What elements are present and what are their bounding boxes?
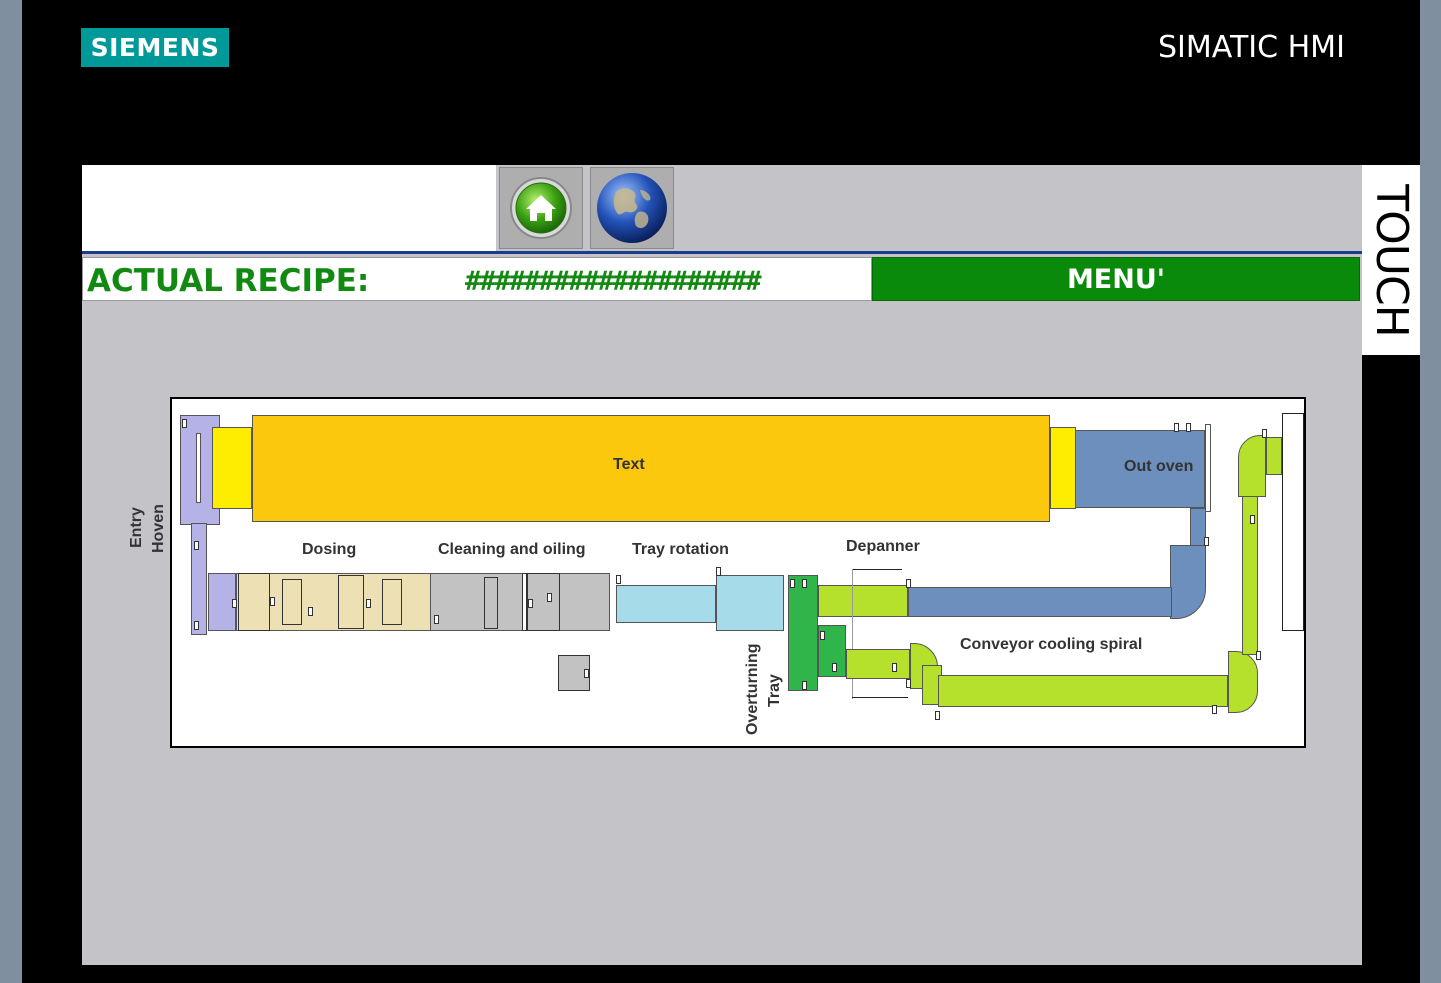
out-oven-label: Out oven [1124, 458, 1194, 475]
depanner-top-rail [852, 569, 902, 570]
cooling-conveyor[interactable] [938, 675, 1228, 707]
logo-area [82, 165, 496, 251]
sensor-marker [1204, 537, 1209, 546]
tray-rotation-unit[interactable] [716, 575, 784, 631]
sensor-marker [1256, 651, 1261, 660]
depanner-bottom-rail [852, 697, 908, 698]
siemens-logo: SIEMENS [81, 28, 229, 67]
dosing-module-2 [282, 579, 302, 625]
sensor-marker [547, 593, 552, 602]
sensor-marker [1186, 423, 1191, 432]
language-button[interactable] [590, 167, 674, 249]
sensor-marker [716, 567, 721, 576]
dosing-unit[interactable] [236, 573, 432, 631]
sensor-marker [194, 541, 199, 550]
depanner-conveyor[interactable] [818, 585, 908, 617]
sensor-marker [892, 663, 897, 672]
spiral-top-bend [1238, 435, 1266, 497]
recipe-label: ACTUAL RECIPE: [87, 263, 370, 299]
out-oven-elbow [1170, 545, 1206, 619]
sensor-marker [616, 575, 621, 584]
oven-label: Text [613, 456, 645, 473]
tray-label: Tray [766, 674, 783, 707]
recipe-value: #################### [465, 266, 762, 297]
depanner-lower-conveyor [846, 649, 910, 679]
tray-rotation-conveyor[interactable] [616, 585, 716, 623]
entry-hoven-slot [196, 433, 201, 503]
cleaning-module-1 [484, 577, 498, 629]
dosing-module-1 [238, 573, 270, 631]
product-name: SIMATIC HMI [1158, 30, 1345, 65]
tray-rotation-label: Tray rotation [632, 541, 729, 558]
dosing-label: Dosing [302, 541, 357, 558]
overturning-tray-unit[interactable] [788, 575, 818, 691]
conveyor-cooling-spiral-label: Conveyor cooling spiral [960, 636, 1143, 653]
sensor-marker [820, 631, 825, 640]
sensor-marker [1262, 429, 1267, 438]
sensor-marker [802, 681, 807, 690]
oven-body[interactable]: Text [252, 415, 1050, 522]
sensor-marker [434, 615, 439, 624]
sensor-marker [366, 599, 371, 608]
home-icon [510, 177, 572, 239]
depanner-left-rail [852, 569, 853, 699]
oven-entry-section [212, 427, 252, 509]
sensor-marker [232, 599, 237, 608]
sensor-marker [802, 579, 807, 588]
plant-overview: Text Out oven [170, 397, 1306, 748]
sensor-marker [270, 597, 275, 606]
sensor-marker [182, 419, 187, 428]
dosing-module-3 [338, 575, 364, 629]
cleaning-oiling-unit[interactable] [430, 573, 610, 631]
spiral-outlet [1266, 437, 1282, 475]
sensor-marker [935, 711, 940, 720]
touch-label: TOUCH [1365, 170, 1417, 350]
sensor-marker [194, 621, 199, 630]
sensor-marker [584, 669, 589, 678]
touch-text: TOUCH [1365, 183, 1417, 337]
sensor-marker [1250, 515, 1255, 524]
header-divider [82, 251, 1362, 254]
touch-strip [1362, 165, 1420, 355]
overturning-label: Overturning [744, 643, 761, 735]
sensor-marker [308, 607, 313, 616]
sensor-marker [790, 579, 795, 588]
out-oven-unit[interactable] [1075, 430, 1205, 508]
recipe-bar: ACTUAL RECIPE: #################### [82, 257, 872, 301]
spiral-tower [1282, 413, 1304, 631]
entry-hoven-leg [191, 523, 207, 635]
sensor-marker [906, 679, 911, 688]
spiral-riser [1242, 485, 1258, 655]
hoven-label: Hoven [150, 504, 167, 553]
cleaning-module-2 [526, 573, 560, 631]
home-button[interactable] [499, 167, 583, 249]
out-oven-flange [1205, 424, 1211, 512]
sensor-marker [832, 663, 837, 672]
out-oven-return-conveyor[interactable] [908, 587, 1172, 617]
depanner-label: Depanner [846, 538, 920, 555]
spiral-return-bend [1228, 651, 1258, 713]
sensor-marker [528, 599, 533, 608]
cleaning-oiling-label: Cleaning and oiling [438, 541, 586, 558]
sensor-marker [906, 579, 911, 588]
dosing-module-4 [382, 579, 402, 625]
entry-label: Entry [128, 507, 145, 548]
sensor-marker [1174, 423, 1179, 432]
hmi-screen: ACTUAL RECIPE: #################### MENU… [82, 165, 1362, 965]
globe-icon [597, 173, 667, 243]
menu-button[interactable]: MENU' [872, 257, 1360, 301]
sensor-marker [1212, 705, 1217, 714]
oven-exit-section [1050, 427, 1076, 509]
cleaning-divider [522, 573, 528, 631]
